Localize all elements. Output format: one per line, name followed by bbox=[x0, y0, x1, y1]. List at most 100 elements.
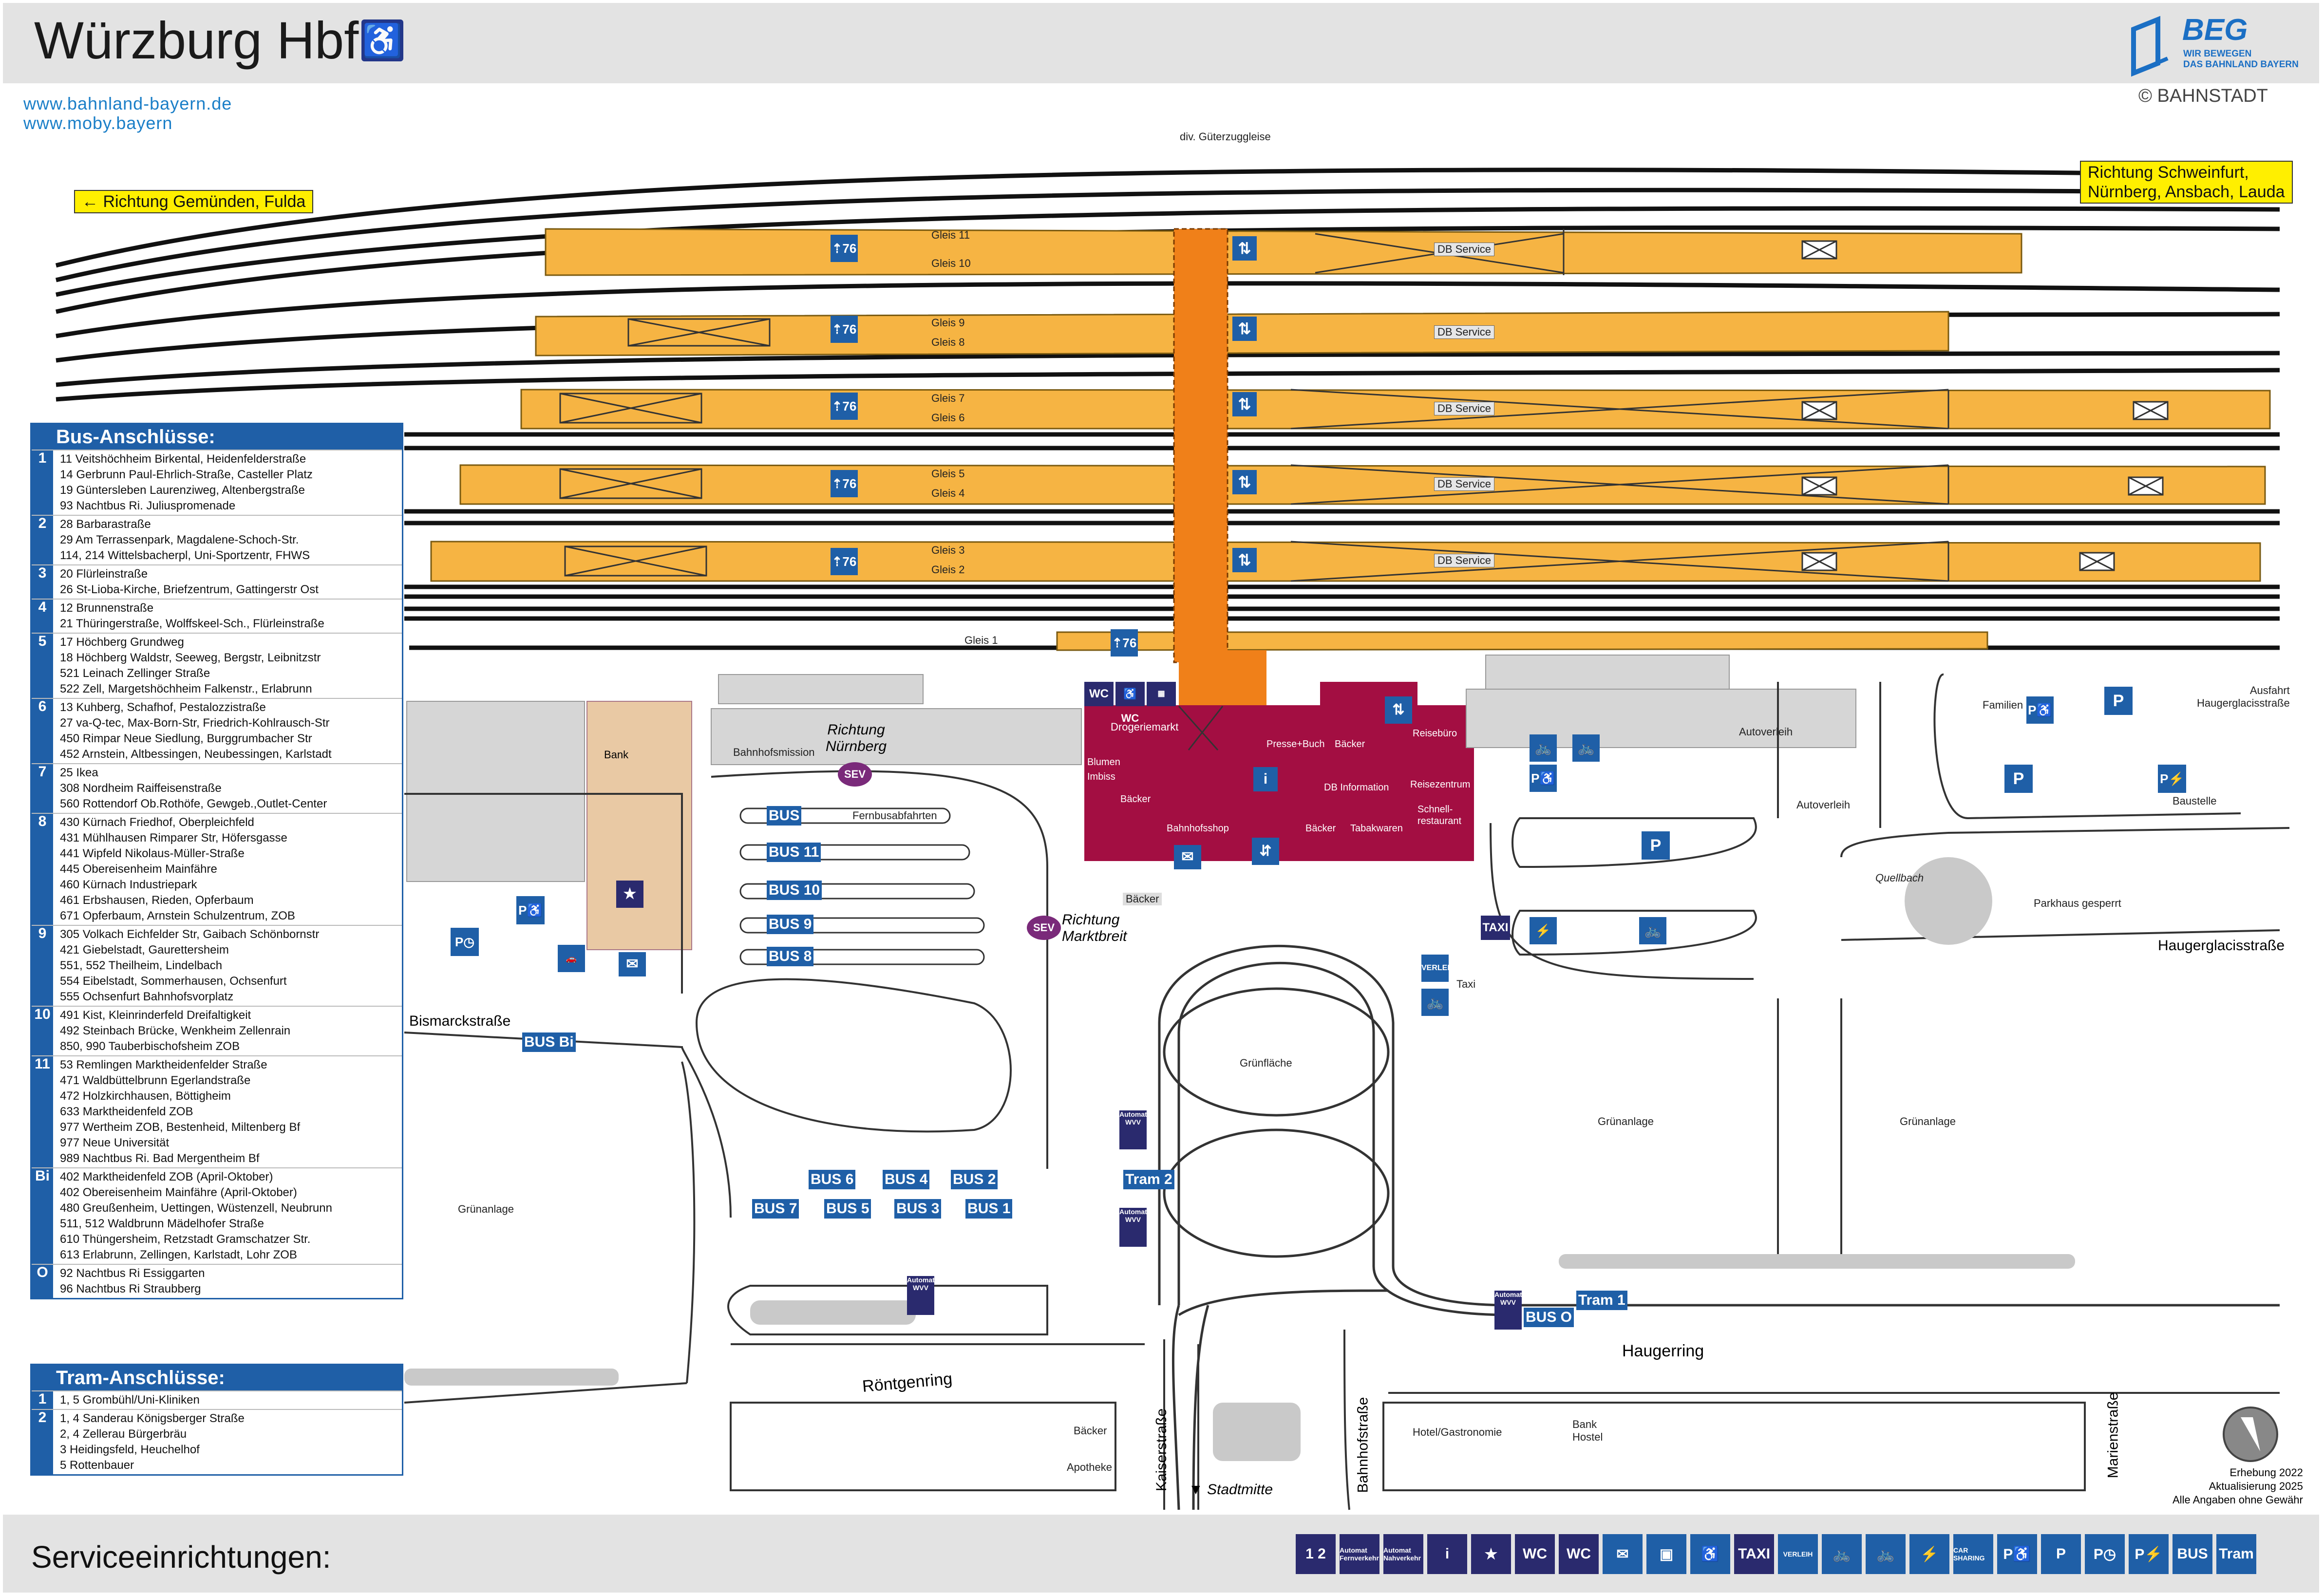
bus-line-entry: 305 Volkach Eichfelder Str, Gaibach Schö… bbox=[60, 928, 320, 941]
bismarckstr-label: Bismarckstraße bbox=[409, 1013, 511, 1029]
richtung-marktbreit-1: Richtung bbox=[1062, 912, 1120, 928]
bus-line-entry: 461 Erbshausen, Rieden, Opferbaum bbox=[60, 894, 254, 907]
bus-line-entry: 25 Ikea bbox=[60, 766, 98, 779]
richtung-nuernberg-1: Richtung bbox=[827, 722, 885, 738]
police-icon: ★ bbox=[616, 881, 643, 908]
bus-line-entry: 18 Höchberg Waldstr, Seeweg, Bergstr, Le… bbox=[60, 651, 321, 664]
bus-bay-icon: BUS 9 bbox=[767, 915, 814, 934]
gleis-6-label: Gleis 6 bbox=[931, 412, 965, 424]
bus-bay-6: 6 bbox=[845, 1171, 854, 1187]
service-title: Serviceeinrichtungen: bbox=[31, 1539, 331, 1575]
tram-line-entry: 2, 4 Zellerau Bürgerbräu bbox=[60, 1427, 187, 1441]
gleis-3-label: Gleis 3 bbox=[931, 544, 965, 556]
taxi-label: Taxi bbox=[1456, 978, 1476, 990]
accessible-wc-icon: WC bbox=[1515, 1534, 1555, 1574]
schnellrestaurant-label: Schnell- restaurant bbox=[1417, 804, 1461, 827]
lockers-icon: ▣ bbox=[1646, 1534, 1686, 1574]
bus-line-entry: 96 Nachtbus Ri Straubberg bbox=[60, 1282, 201, 1295]
bus-group-lines: 491 Kist, Kleinrinderfeld Dreifaltigkeit… bbox=[53, 1007, 290, 1055]
bus-line-entry: 421 Giebelstadt, Gaurettersheim bbox=[60, 943, 229, 957]
bus-bay-5: 5 bbox=[861, 1201, 869, 1217]
db-information-label: DB Information bbox=[1324, 782, 1389, 793]
disabled-parking-icon: P♿ bbox=[2026, 696, 2054, 724]
automat-label-4: Automat bbox=[1494, 1291, 1522, 1298]
bus-line-entry: 977 Wertheim ZOB, Bestenheid, Miltenberg… bbox=[60, 1121, 301, 1134]
stadtmitte-label: ▼ Stadtmitte bbox=[1189, 1482, 1273, 1498]
parking-icon: P bbox=[2041, 1534, 2081, 1574]
beg-tagline-1: WIR BEWEGEN bbox=[2183, 49, 2252, 59]
richtung-marktbreit: Richtung Marktbreit bbox=[1062, 912, 1127, 945]
bus-line-entry: 554 Eibelstadt, Sommerhausen, Ochsenfurt bbox=[60, 975, 287, 988]
mail-icon: ✉ bbox=[619, 952, 646, 976]
tram-line-entry: 1, 5 Grombühl/Uni-Kliniken bbox=[60, 1393, 200, 1407]
bahnhofsshop-label: Bahnhofsshop bbox=[1167, 823, 1229, 834]
disabled-parking-icon: P♿ bbox=[516, 896, 545, 924]
bus-line-entry: 402 Obereisenheim Mainfähre (April-Oktob… bbox=[60, 1186, 297, 1199]
aktualisierung-text: Aktualisierung 2025 bbox=[2209, 1480, 2303, 1492]
parking-lot-trees bbox=[404, 857, 2075, 1461]
platforms bbox=[430, 228, 2271, 651]
ticket-machine-long-distance-icon: Automat Fernverkehr bbox=[1340, 1534, 1379, 1574]
wvv-label-2: WVV bbox=[1125, 1216, 1141, 1223]
bus-line-entry: 491 Kist, Kleinrinderfeld Dreifaltigkeit bbox=[60, 1009, 251, 1022]
schnellrestaurant-1: Schnell- bbox=[1417, 804, 1453, 815]
bus-bay-1: 1 bbox=[1002, 1201, 1011, 1217]
baecker-3-label: Bäcker bbox=[1305, 823, 1336, 834]
url-bahnland[interactable]: www.bahnland-bayern.de bbox=[23, 94, 232, 113]
accessible-wc-icon: ♿WC bbox=[1115, 682, 1145, 724]
presse-buch-label: Presse+Buch bbox=[1266, 739, 1325, 750]
bus-bay-9: 9 bbox=[803, 916, 812, 932]
bus-line-entry: 560 Rottendorf Ob.Rothöfe, Gewgeb.,Outle… bbox=[60, 797, 327, 810]
wc-icon: WC bbox=[1559, 1534, 1599, 1574]
bus-line-entry: 480 Greußenheim, Uettingen, Wüstenzell, … bbox=[60, 1201, 332, 1215]
bus-icon: BUS bbox=[2173, 1534, 2212, 1574]
baecker-label: Bäcker bbox=[1120, 794, 1151, 805]
reisezentrum-label: Reisezentrum bbox=[1410, 779, 1471, 790]
bike-parking-icon: 🚲 bbox=[1572, 734, 1600, 762]
e-bike-icon: ⚡ bbox=[1530, 917, 1557, 944]
stadtmitte-text: Stadtmitte bbox=[1207, 1482, 1273, 1498]
gruenflaeche-label: Grünfläche bbox=[1240, 1057, 1292, 1069]
exit-76-icon: ⇡76 bbox=[831, 548, 858, 575]
bus-bay-3: 3 bbox=[931, 1201, 940, 1217]
ticket-machine-local-icon: Automat Nahverkehr bbox=[1383, 1534, 1423, 1574]
quellbach-label: Quellbach bbox=[1875, 872, 1924, 884]
bank-hostel-1: Bank bbox=[1572, 1418, 1597, 1430]
bus-line-entry: 430 Kürnach Friedhof, Oberpleichfeld bbox=[60, 816, 254, 829]
direction-left-sign: ← Richtung Gemünden, Fulda bbox=[74, 190, 314, 213]
mail-icon: ✉ bbox=[1603, 1534, 1643, 1574]
e-charging-parking-icon: P⚡ bbox=[2158, 765, 2186, 793]
kaiserstr-label: Kaiserstraße bbox=[1153, 1408, 1170, 1492]
e-bike-icon: ⚡ bbox=[1909, 1534, 1949, 1574]
familien-label: Familien bbox=[1983, 699, 2023, 711]
erhebung-text: Erhebung 2022 bbox=[2230, 1466, 2303, 1479]
survey-info: Erhebung 2022 Aktualisierung 2025 Alle A… bbox=[2173, 1466, 2303, 1507]
disabled-parking-icon: P♿ bbox=[1530, 765, 1557, 792]
elevator-icon: ⇅ bbox=[1232, 548, 1257, 572]
automat-label-3: Automat bbox=[907, 1276, 935, 1284]
url-moby[interactable]: www.moby.bayern bbox=[23, 113, 173, 133]
bank-hostel-label: Bank Hostel bbox=[1572, 1418, 1603, 1444]
underpass bbox=[1173, 228, 1266, 709]
gruenanlage-label-1: Grünanlage bbox=[1598, 1115, 1654, 1127]
hotel-label: Hotel/Gastronomie bbox=[1413, 1426, 1502, 1438]
bus-bay-icon: BUS 1 bbox=[965, 1199, 1013, 1219]
bus-line-entry: 555 Ochsenfurt Bahnhofsvorplatz bbox=[60, 990, 234, 1003]
parking-icon: P bbox=[2004, 765, 2033, 793]
grey-buildings bbox=[406, 655, 1856, 950]
exit-arrows-icon: ⇵ bbox=[1252, 838, 1279, 865]
imbiss-label: Imbiss bbox=[1087, 771, 1115, 782]
